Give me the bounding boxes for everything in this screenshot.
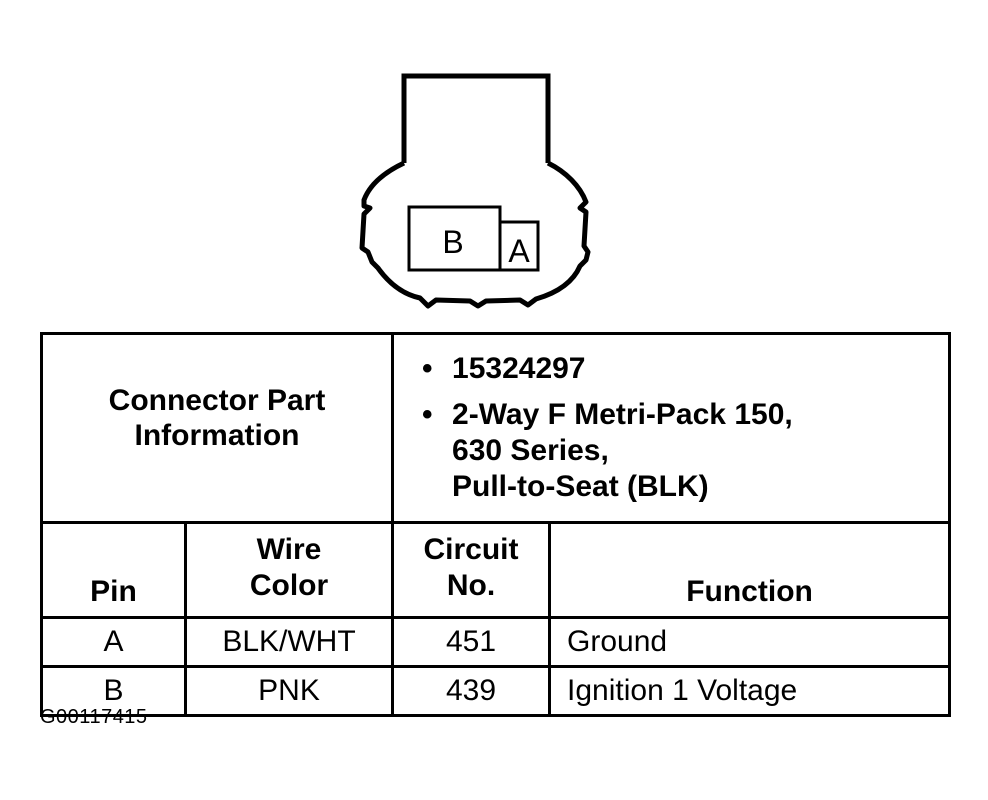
header-row: Pin Wire Color Circuit No. Function bbox=[40, 521, 952, 619]
row-circuit: 451 bbox=[391, 616, 552, 668]
header-wire-color: Wire Color bbox=[183, 521, 395, 619]
part-description-item: • 2-Way F Metri-Pack 150, bbox=[422, 397, 948, 433]
cavity-a-label: A bbox=[508, 233, 530, 269]
cavity-b-label: B bbox=[442, 224, 463, 260]
row-wire-color: BLK/WHT bbox=[183, 616, 395, 668]
connector-face-diagram: B A bbox=[359, 73, 591, 309]
header-circuit-line2: No. bbox=[446, 569, 496, 602]
part-info-label-cell: Connector Part Information bbox=[39, 332, 395, 524]
part-description-line2: 630 Series, bbox=[452, 434, 609, 467]
row-function: Ground bbox=[548, 616, 952, 668]
connector-body-outline bbox=[359, 160, 591, 309]
row-circuit: 439 bbox=[391, 665, 552, 717]
row-wire-color: PNK bbox=[183, 665, 395, 717]
row-function: Ignition 1 Voltage bbox=[548, 665, 952, 717]
table-row: B PNK 439 Ignition 1 Voltage bbox=[40, 665, 952, 717]
part-info-label-line2: Information bbox=[134, 419, 300, 452]
part-number: 15324297 bbox=[452, 352, 586, 385]
part-number-item: • 15324297 bbox=[422, 351, 948, 387]
bullet-icon: • bbox=[422, 398, 433, 431]
row-pin: B bbox=[40, 665, 187, 717]
figure-id: G00117415 bbox=[40, 706, 148, 728]
table-row: A BLK/WHT 451 Ground bbox=[40, 616, 952, 668]
header-pin: Pin bbox=[40, 521, 187, 619]
part-description-line3: Pull-to-Seat (BLK) bbox=[452, 470, 709, 503]
header-wire-line2: Color bbox=[249, 569, 329, 602]
part-info-row: Connector Part Information • 15324297 • … bbox=[39, 332, 952, 524]
row-pin: A bbox=[40, 616, 187, 668]
cavity-a bbox=[498, 220, 540, 272]
header-wire-line1: Wire bbox=[256, 533, 322, 566]
part-info-label-line1: Connector Part bbox=[108, 384, 326, 417]
header-circuit-line1: Circuit bbox=[423, 533, 519, 566]
header-circuit-no: Circuit No. bbox=[391, 521, 552, 619]
header-function: Function bbox=[548, 521, 952, 619]
bullet-icon: • bbox=[422, 352, 433, 385]
part-info-value-cell: • 15324297 • 2-Way F Metri-Pack 150, 630… bbox=[391, 332, 952, 524]
part-description-line1: 2-Way F Metri-Pack 150, bbox=[452, 398, 793, 431]
connector-latch-tab bbox=[401, 73, 551, 163]
connector-info-table: Connector Part Information • 15324297 • … bbox=[39, 332, 952, 717]
